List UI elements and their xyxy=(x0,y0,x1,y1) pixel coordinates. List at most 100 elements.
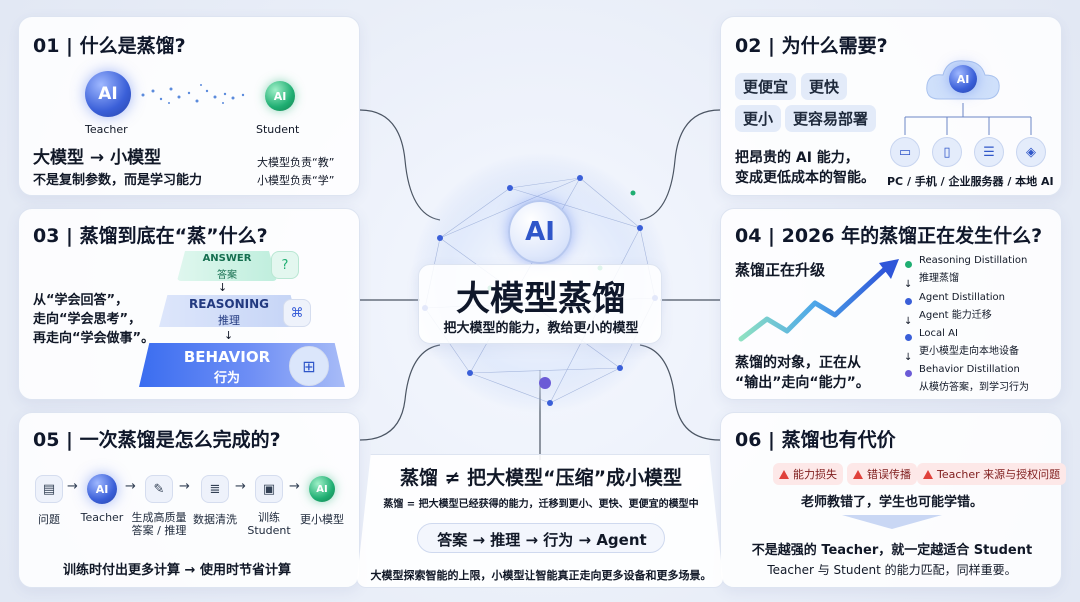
chip-cheaper: 更便宜 xyxy=(735,73,797,100)
bottom-headline: 蒸馏 ≠ 把大模型“压缩”成小模型 xyxy=(399,467,683,489)
bottom-footer: 大模型探索智能的上限，小模型让智能真正走向更多设备和更多场景。 xyxy=(370,569,712,582)
section-03-card: 03 | 蒸馏到底在“蒸”什么? 从“学会回答”， 走向“学会思考”， 再走向“… xyxy=(18,208,360,400)
center-ai-logo: AI xyxy=(508,200,572,264)
section-01-note2: 小模型负责“学” xyxy=(257,174,335,187)
teacher-step-logo: AI xyxy=(87,474,117,504)
center-subtitle: 把大模型的能力，教给更小的模型 xyxy=(443,321,639,336)
student-ai-logo: AI xyxy=(265,81,295,111)
section-02-body1: 把昂贵的 AI 能力， xyxy=(735,150,859,166)
section-04-card: 04 | 2026 年的蒸馏正在发生什么? 蒸馏正在升级 蒸馏的对象，正在从 “… xyxy=(720,208,1062,400)
layer-arrow-2: ↓ xyxy=(224,329,234,342)
section-01-sub: 不是复制参数，而是学习能力 xyxy=(33,173,203,188)
badge-capability-loss-text: 能力损失 xyxy=(793,468,837,481)
section-04-title: 04 | 2026 年的蒸馏正在发生什么? xyxy=(735,225,1043,247)
device-links xyxy=(904,103,1032,135)
section-06-card: 06 | 蒸馏也有代价 能力损失 错误传播 Teacher 来源与授权问题 老师… xyxy=(720,412,1067,588)
bottom-definition: 蒸馏 = 把大模型已经获得的能力，迁移到更小、更快、更便宜的模型中 xyxy=(383,499,699,510)
layer-behavior-zh: 行为 xyxy=(213,371,240,386)
section-06-title: 06 | 蒸馏也有代价 xyxy=(735,429,896,451)
devices-label: PC / 手机 / 企业服务器 / 本地 AI xyxy=(887,175,1054,188)
step-label-small: 更小模型 xyxy=(300,513,344,526)
section-02-title: 02 | 为什么需要? xyxy=(735,35,888,57)
section-01-title: 01 | 什么是蒸馏? xyxy=(33,35,186,57)
milestone-3-en: Local AI xyxy=(919,328,958,339)
milestone-2-zh: Agent 能力迁移 xyxy=(919,310,992,321)
bottom-flow-pill: 答案 → 推理 → 行为 → Agent xyxy=(417,523,665,553)
step-label-question: 问题 xyxy=(38,513,60,526)
divider-triangle xyxy=(842,515,942,529)
step-label-teacher: Teacher xyxy=(80,511,124,524)
step-label-generate: 生成高质量 答案 / 推理 xyxy=(131,511,187,537)
section-01-headline: 大模型 → 小模型 xyxy=(33,148,162,168)
step-label-clean: 数据清洗 xyxy=(193,513,237,526)
teacher-ai-logo: AI xyxy=(85,71,131,117)
section-04-obj1: 蒸馏的对象，正在从 xyxy=(735,355,861,371)
milestone-arrow-2: ↓ xyxy=(904,316,913,327)
milestone-dot-2 xyxy=(905,298,912,305)
section-04-obj2: “输出”走向“能力”。 xyxy=(735,375,870,391)
chip-train-icon: ▣ xyxy=(255,475,283,503)
layer-answer-zh: 答案 xyxy=(217,270,237,281)
layer-answer: ANSWER 答案 xyxy=(177,251,277,281)
step-arrow-3: → xyxy=(179,479,190,494)
step-arrow-5: → xyxy=(289,479,300,494)
pc-icon: ▭ xyxy=(890,137,920,167)
milestone-arrow-3: ↓ xyxy=(904,352,913,363)
warning-icon xyxy=(779,470,789,479)
milestone-4-zh: 从模仿答案，到学习行为 xyxy=(919,382,1029,393)
layer-arrow-1: ↓ xyxy=(218,281,228,294)
badge-teacher-license: Teacher 来源与授权问题 xyxy=(917,463,1067,485)
bottom-center-panel: 蒸馏 ≠ 把大模型“压缩”成小模型 蒸馏 = 把大模型已经获得的能力，迁移到更小… xyxy=(356,454,724,588)
milestone-1-zh: 推理蒸馏 xyxy=(919,273,959,284)
step-arrow-4: → xyxy=(235,479,246,494)
milestone-dot-3 xyxy=(905,334,912,341)
step-arrow-1: → xyxy=(67,479,78,494)
chip-faster: 更快 xyxy=(801,73,848,100)
milestone-dot-1 xyxy=(905,261,912,268)
warning-icon xyxy=(853,470,863,479)
section-02-card: 02 | 为什么需要? 更便宜 更快 更小 更容易部署 AI ▭ ▯ ☰ ◈ 把… xyxy=(720,16,1062,196)
question-icon: ▤ xyxy=(35,475,63,503)
small-model-logo: AI xyxy=(309,476,335,502)
section-04-upgrade: 蒸馏正在升级 xyxy=(735,261,826,279)
warning-icon xyxy=(923,470,933,479)
center-title-card: 大模型蒸馏 把大模型的能力，教给更小的模型 xyxy=(418,264,662,344)
layer-reasoning: REASONING 推理 xyxy=(159,295,299,327)
section-01-note1: 大模型负责“教” xyxy=(257,156,335,169)
milestone-2-en: Agent Distillation xyxy=(919,292,1006,303)
section-05-title: 05 | 一次蒸馏是怎么完成的? xyxy=(33,429,281,451)
badge-error-propagation-text: 错误传播 xyxy=(867,468,911,481)
reasoning-tree-icon: ⌘ xyxy=(283,299,311,327)
generate-answer-icon: ✎ xyxy=(145,475,173,503)
layer-behavior-en: BEHAVIOR xyxy=(183,348,271,366)
step-label-train: 训练 Student xyxy=(247,511,291,537)
student-label: Student xyxy=(256,123,300,136)
section-01-card: 01 | 什么是蒸馏? AI AI Teacher Student 大模型 → … xyxy=(18,16,360,196)
milestone-4-en: Behavior Distillation xyxy=(919,364,1020,375)
server-icon: ☰ xyxy=(974,137,1004,167)
layer-answer-en: ANSWER xyxy=(202,253,252,264)
bottom-flow: 答案 → 推理 → 行为 → Agent xyxy=(437,531,647,549)
layer-reasoning-en: REASONING xyxy=(189,297,269,311)
milestone-arrow-1: ↓ xyxy=(904,279,913,290)
badge-error-propagation: 错误传播 xyxy=(847,463,917,485)
milestone-1-en: Reasoning Distillation xyxy=(919,255,1028,266)
chip-smaller: 更小 xyxy=(735,105,782,132)
chip-easier-deploy: 更容易部署 xyxy=(785,105,877,132)
badge-teacher-license-text: Teacher 来源与授权问题 xyxy=(937,468,1061,481)
knowledge-particles xyxy=(141,84,245,104)
section-03-left1: 从“学会回答”， xyxy=(33,293,129,308)
section-03-left3: 再走向“学会做事”。 xyxy=(33,331,155,346)
local-ai-icon: ◈ xyxy=(1016,137,1046,167)
answer-question-icon: ? xyxy=(271,251,299,279)
badge-capability-loss: 能力损失 xyxy=(773,463,843,485)
section-06-line1: 老师教错了，学生也可能学错。 xyxy=(800,495,983,510)
section-02-body2: 变成更低成本的智能。 xyxy=(735,170,875,186)
phone-icon: ▯ xyxy=(932,137,962,167)
section-05-footer: 训练时付出更多计算 → 使用时节省计算 xyxy=(63,563,291,578)
section-03-left2: 走向“学会思考”， xyxy=(33,312,142,327)
center-title: 大模型蒸馏 xyxy=(456,279,626,319)
teacher-label: Teacher xyxy=(85,123,128,136)
milestone-dot-4 xyxy=(905,370,912,377)
step-arrow-2: → xyxy=(125,479,136,494)
